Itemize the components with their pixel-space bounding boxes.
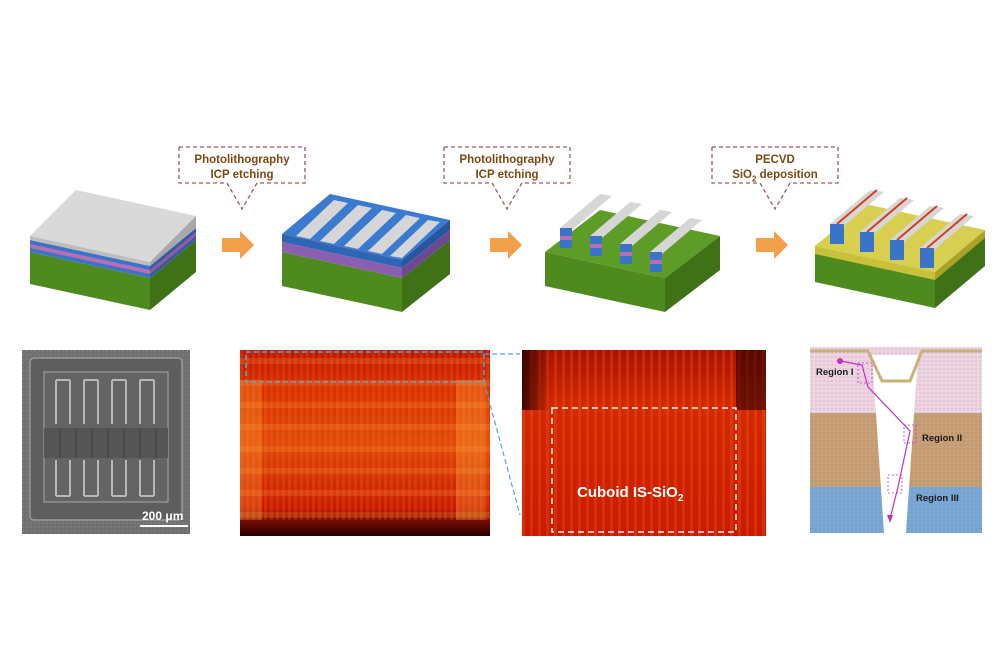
wafer-block-2	[282, 194, 450, 312]
zoomed-intensity-map: Cuboid IS-SiO2	[522, 350, 766, 536]
scale-bar-label: 200 μm	[142, 509, 184, 523]
cuboid-label: Cuboid IS-SiO2	[577, 484, 684, 504]
heatmap-image	[240, 350, 490, 536]
wafer-block-4	[815, 189, 985, 308]
step-3-line-1: PECVD	[755, 154, 795, 166]
step-2-line-1: Photolithography	[459, 154, 555, 166]
sem-image: 200 μm	[22, 350, 190, 534]
photon-trace-icon	[837, 358, 917, 523]
step-callout-1: Photolithography ICP etching	[177, 145, 307, 211]
zoom-heatmap-image	[522, 350, 766, 536]
step-1-line-2: ICP etching	[210, 169, 274, 181]
sem-micrograph	[22, 350, 190, 534]
region-3-label: Region III	[916, 493, 959, 504]
callout-arrow-icon	[443, 146, 571, 211]
callout-arrow-icon	[711, 146, 839, 211]
step-callout-2: Photolithography ICP etching	[442, 145, 572, 211]
process-flow	[30, 189, 985, 312]
region-2-label: Region II	[922, 433, 963, 444]
callout-arrow-icon	[178, 146, 306, 211]
field-intensity-map	[240, 350, 490, 536]
step-callout-3: PECVD SiO2 deposition	[710, 145, 840, 211]
wafer-block-3	[545, 194, 720, 312]
step-3-line-2: SiO2 deposition	[732, 169, 818, 184]
process-arrow-icon	[222, 231, 788, 259]
wafer-block-1	[30, 190, 196, 310]
step-2-line-2: ICP etching	[475, 169, 539, 181]
region-1-label: Region I	[816, 367, 854, 378]
cross-section-schematic: Region I Region II Region III	[810, 347, 982, 533]
scale-bar	[140, 525, 188, 527]
step-1-line-1: Photolithography	[194, 154, 290, 166]
cross-section-drawing	[810, 347, 982, 533]
